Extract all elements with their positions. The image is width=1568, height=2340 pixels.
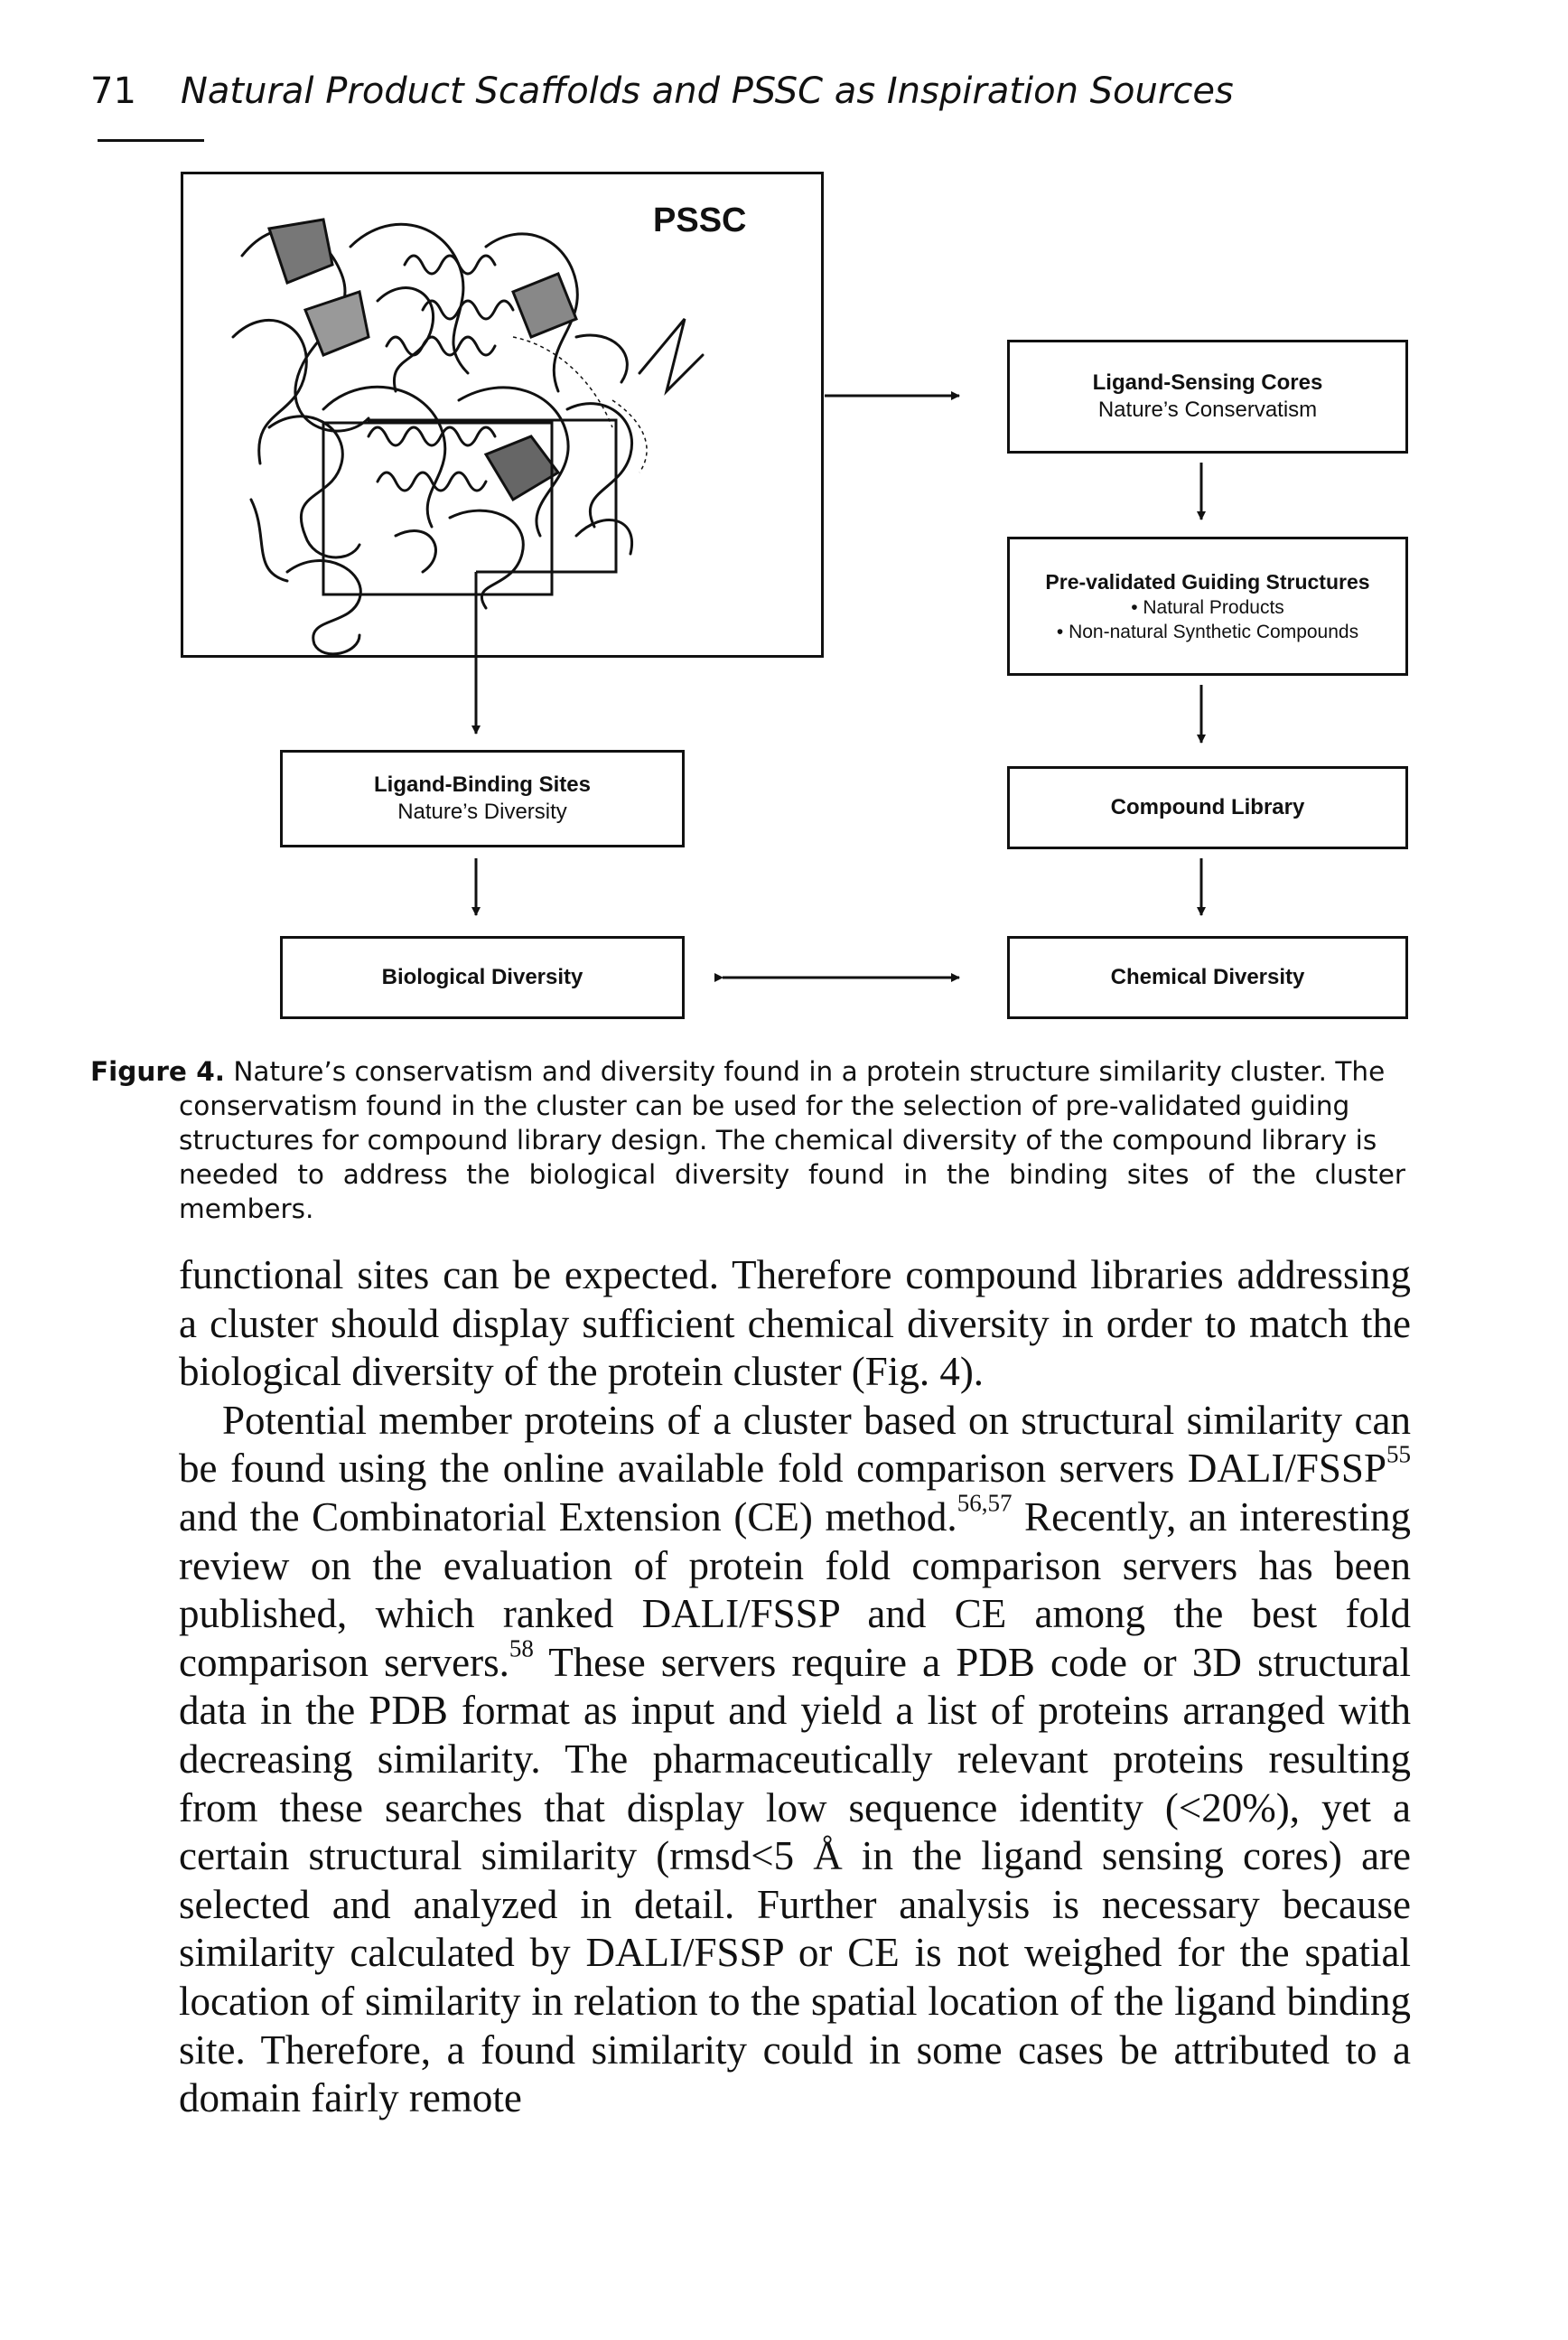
header-rule <box>98 139 204 142</box>
ligand-sensing-cores-box: Ligand-Sensing Cores Nature’s Conservati… <box>1007 340 1408 454</box>
ligand-binding-sites-box: Ligand-Binding Sites Nature’s Diversity <box>280 750 685 847</box>
caption-label: Figure 4. <box>90 1056 225 1087</box>
paragraph-1: functional sites can be expected. Theref… <box>179 1252 1411 1395</box>
biological-diversity-box: Biological Diversity <box>280 936 685 1019</box>
page-number: 71 <box>90 70 136 112</box>
caption-line-4: needed to address the biological diversi… <box>179 1159 1405 1224</box>
pssc-panel: PSSC <box>181 172 824 658</box>
prevalidated-bullet-synthetic: • Non-natural Synthetic Compounds <box>1056 622 1359 642</box>
prevalidated-bullet-natural: • Natural Products <box>1131 597 1284 618</box>
citation-55: 55 <box>1386 1440 1411 1468</box>
protein-ribbon-illustration <box>231 218 705 656</box>
ligand-binding-title: Ligand-Binding Sites <box>374 772 591 797</box>
pssc-panel-right-edge <box>821 174 824 655</box>
pssc-label: PSSC <box>653 201 747 239</box>
ligand-sensing-subtitle: Nature’s Conservatism <box>1097 398 1318 422</box>
figure-caption: Figure 4. Nature’s conservatism and dive… <box>90 1054 1405 1226</box>
ligand-binding-subtitle: Nature’s Diversity <box>397 800 567 824</box>
compound-library-box: Compound Library <box>1007 766 1408 849</box>
running-title: Natural Product Scaffolds and PSSC as In… <box>181 70 1234 112</box>
pssc-highlight-connector <box>368 418 618 574</box>
prevalidated-title: Pre-validated Guiding Structures <box>1045 570 1370 594</box>
running-head: 71 Natural Product Scaffolds and PSSC as … <box>90 70 1234 112</box>
compound-library-label: Compound Library <box>1110 795 1305 819</box>
ligand-sensing-title: Ligand-Sensing Cores <box>1092 370 1323 395</box>
caption-line-2: conservatism found in the cluster can be… <box>179 1090 1350 1121</box>
prevalidated-structures-box: Pre-validated Guiding Structures • Natur… <box>1007 537 1408 676</box>
citation-58: 58 <box>509 1634 534 1662</box>
biological-diversity-label: Biological Diversity <box>381 965 583 989</box>
caption-line-1: Nature’s conservatism and diversity foun… <box>233 1056 1386 1087</box>
caption-line-3: structures for compound library design. … <box>179 1125 1377 1156</box>
body-text: functional sites can be expected. Theref… <box>179 1251 1411 2123</box>
citation-56-57: 56,57 <box>957 1489 1013 1517</box>
chemical-diversity-label: Chemical Diversity <box>1110 965 1305 989</box>
figure-connectors <box>368 391 1206 982</box>
paragraph-2: Potential member proteins of a cluster b… <box>179 1397 1412 2121</box>
chemical-diversity-box: Chemical Diversity <box>1007 936 1408 1019</box>
